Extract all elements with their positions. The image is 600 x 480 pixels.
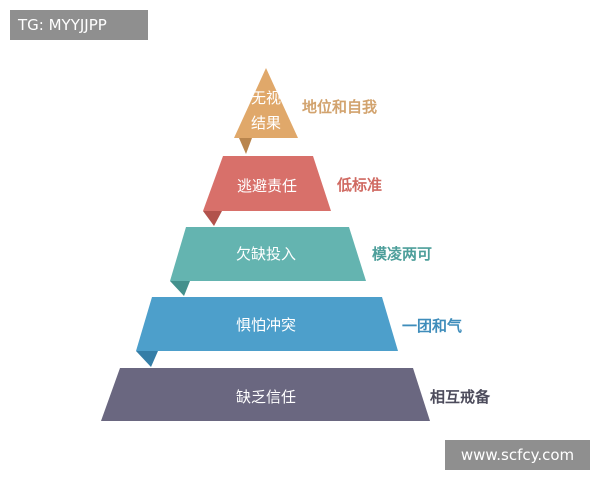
bottom-watermark-badge: www.scfcy.com	[445, 440, 590, 470]
pyramid-level-1: 无视 结果 地位和自我	[234, 68, 377, 154]
level-1-text-line-1: 无视	[251, 89, 281, 107]
level-1-side-label: 地位和自我	[302, 98, 377, 116]
level-3-shape	[170, 227, 366, 281]
top-watermark-badge: TG: MYYJJPP	[10, 10, 148, 40]
level-3-text: 欠缺投入	[236, 245, 296, 263]
level-4-text: 惧怕冲突	[236, 316, 296, 334]
level-1-text-line-2: 结果	[251, 114, 281, 132]
level-4-side-label: 一团和气	[402, 317, 462, 335]
level-1-fold-shadow	[239, 138, 252, 154]
level-2-side-label: 低标准	[336, 176, 382, 194]
level-2-text: 逃避责任	[237, 177, 297, 195]
level-5-side-label: 相互戒备	[430, 388, 491, 406]
level-1-shape	[234, 68, 298, 138]
level-4-fold-shadow	[136, 351, 158, 367]
pyramid-level-4: 惧怕冲突 一团和气	[136, 297, 462, 367]
level-4-shape	[136, 297, 398, 351]
pyramid-level-5: 缺乏信任 相互戒备	[101, 368, 491, 421]
level-3-side-label: 模凌两可	[372, 245, 432, 263]
level-2-shape	[203, 156, 331, 211]
level-2-fold-shadow	[203, 211, 222, 226]
pyramid-level-3: 欠缺投入 模凌两可	[170, 227, 432, 296]
pyramid-level-2: 逃避责任 低标准	[203, 156, 382, 226]
level-5-text: 缺乏信任	[236, 388, 296, 406]
level-5-shape	[101, 368, 430, 421]
level-3-fold-shadow	[170, 281, 190, 296]
